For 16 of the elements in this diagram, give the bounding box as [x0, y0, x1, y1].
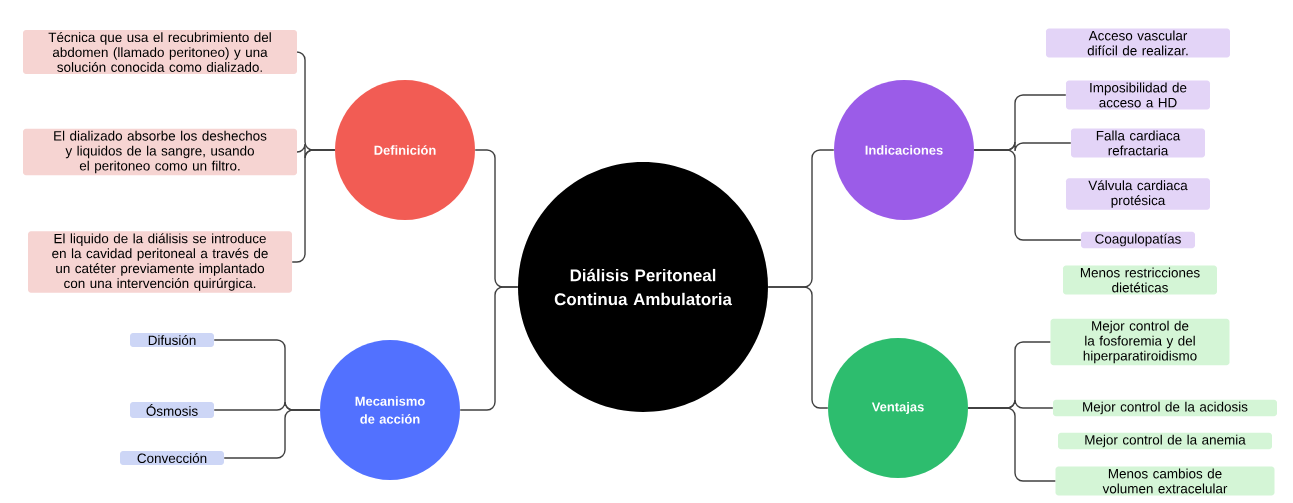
- connector: [973, 149, 1082, 241]
- text-box: El dializado absorbe los deshechos y liquidos de la sangre, usando el peritoneo como un filtro.: [23, 128, 297, 176]
- connector: [459, 286, 519, 411]
- text-box: Imposibilidad de acceso a HD: [1066, 80, 1210, 110]
- text-box: Mejor control de la fosforemia y del hiperparatiroidismo: [1050, 318, 1230, 366]
- text-box: Técnica que usa el recubrimiento del abdomen (llamado peritoneo) y una solución conocida como dializado.: [23, 30, 297, 74]
- text-box: Menos cambios de volumen extracelular: [1055, 466, 1275, 496]
- text-box: Falla cardiaca refractaria: [1071, 128, 1205, 158]
- text-box: El liquido de la diálisis se introduce en la cavidad peritoneal a través de un catéter previamente implantado con una intervención quirúrgica.: [28, 231, 292, 293]
- connector: [767, 286, 829, 409]
- text-box: Acceso vascular difícil de realizar.: [1046, 28, 1230, 58]
- text-box: Válvula cardiaca protésica: [1066, 178, 1210, 210]
- connector: [223, 409, 321, 459]
- text-box: Ósmosis: [130, 402, 214, 418]
- text-box: Menos restricciones dietéticas: [1063, 265, 1217, 295]
- connector: [967, 407, 1056, 482]
